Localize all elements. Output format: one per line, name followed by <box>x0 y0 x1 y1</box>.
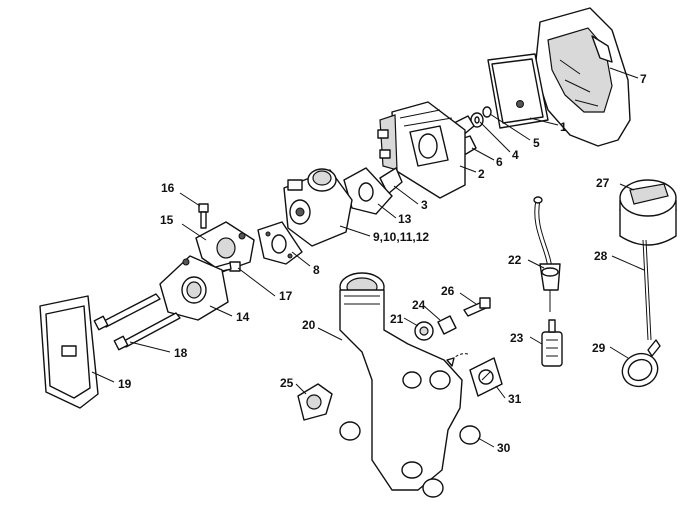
part-screw-26[interactable] <box>463 297 491 317</box>
callout-5[interactable]: 5 <box>533 136 540 150</box>
part-manifold-15[interactable] <box>195 221 255 273</box>
callout-24[interactable]: 24 <box>412 298 426 312</box>
part-carburetor[interactable] <box>283 168 353 247</box>
part-air-filter-cover[interactable] <box>534 7 631 147</box>
callout-16[interactable]: 16 <box>161 181 175 195</box>
part-grommet-25[interactable] <box>297 383 333 421</box>
callout-30[interactable]: 30 <box>497 441 511 455</box>
callout-18[interactable]: 18 <box>174 346 188 360</box>
part-screw-16[interactable] <box>198 203 209 229</box>
callout-1[interactable]: 1 <box>560 120 567 134</box>
part-grommet-21[interactable] <box>414 321 434 341</box>
callout-26[interactable]: 26 <box>441 284 455 298</box>
callout-21[interactable]: 21 <box>390 312 404 326</box>
part-washer-5[interactable] <box>482 106 492 118</box>
part-grommet-lower-left[interactable] <box>339 421 361 441</box>
callout-7[interactable]: 7 <box>640 72 647 86</box>
callout-22[interactable]: 22 <box>508 253 522 267</box>
callout-3[interactable]: 3 <box>421 198 428 212</box>
part-fuel-line[interactable] <box>533 196 561 312</box>
part-air-filter[interactable] <box>487 53 549 129</box>
callout-6[interactable]: 6 <box>496 155 503 169</box>
part-fuel-filter[interactable] <box>541 319 563 367</box>
part-grommet-30[interactable] <box>459 425 481 445</box>
part-sleeve-24[interactable] <box>437 315 457 335</box>
leader-lines <box>91 67 645 448</box>
callout-15[interactable]: 15 <box>160 213 174 227</box>
callout-25[interactable]: 25 <box>280 376 294 390</box>
part-gasket-8[interactable] <box>257 221 303 265</box>
decal-arrow-head <box>446 357 455 367</box>
callout-23[interactable]: 23 <box>510 331 524 345</box>
callout-29[interactable]: 29 <box>592 341 606 355</box>
part-intake-boot[interactable] <box>339 272 463 491</box>
part-bolt-upper[interactable] <box>93 293 161 331</box>
callout-14[interactable]: 14 <box>236 310 250 324</box>
callout-31[interactable]: 31 <box>508 392 522 406</box>
callout-28[interactable]: 28 <box>594 249 608 263</box>
callout-27[interactable]: 27 <box>596 176 610 190</box>
part-retaining-ring[interactable] <box>617 339 663 392</box>
callout-13[interactable]: 13 <box>398 212 412 226</box>
part-heat-shield[interactable] <box>39 295 99 409</box>
part-fuel-cap[interactable] <box>619 179 677 246</box>
part-filter-base[interactable] <box>377 101 466 199</box>
callout-2[interactable]: 2 <box>478 167 485 181</box>
callout-4[interactable]: 4 <box>512 148 519 162</box>
callout-9-10-11-12[interactable]: 9,10,11,12 <box>373 230 430 244</box>
part-grommet-lower[interactable] <box>422 478 444 498</box>
callout-8[interactable]: 8 <box>313 263 320 277</box>
callout-19[interactable]: 19 <box>118 377 132 391</box>
part-flange-14[interactable] <box>159 255 229 321</box>
part-bolt-18[interactable] <box>113 312 181 351</box>
callout-17[interactable]: 17 <box>279 289 293 303</box>
decal-arrow <box>449 353 469 363</box>
part-decal-31[interactable] <box>469 357 503 397</box>
part-tether[interactable] <box>642 239 652 341</box>
callout-20[interactable]: 20 <box>302 318 316 332</box>
